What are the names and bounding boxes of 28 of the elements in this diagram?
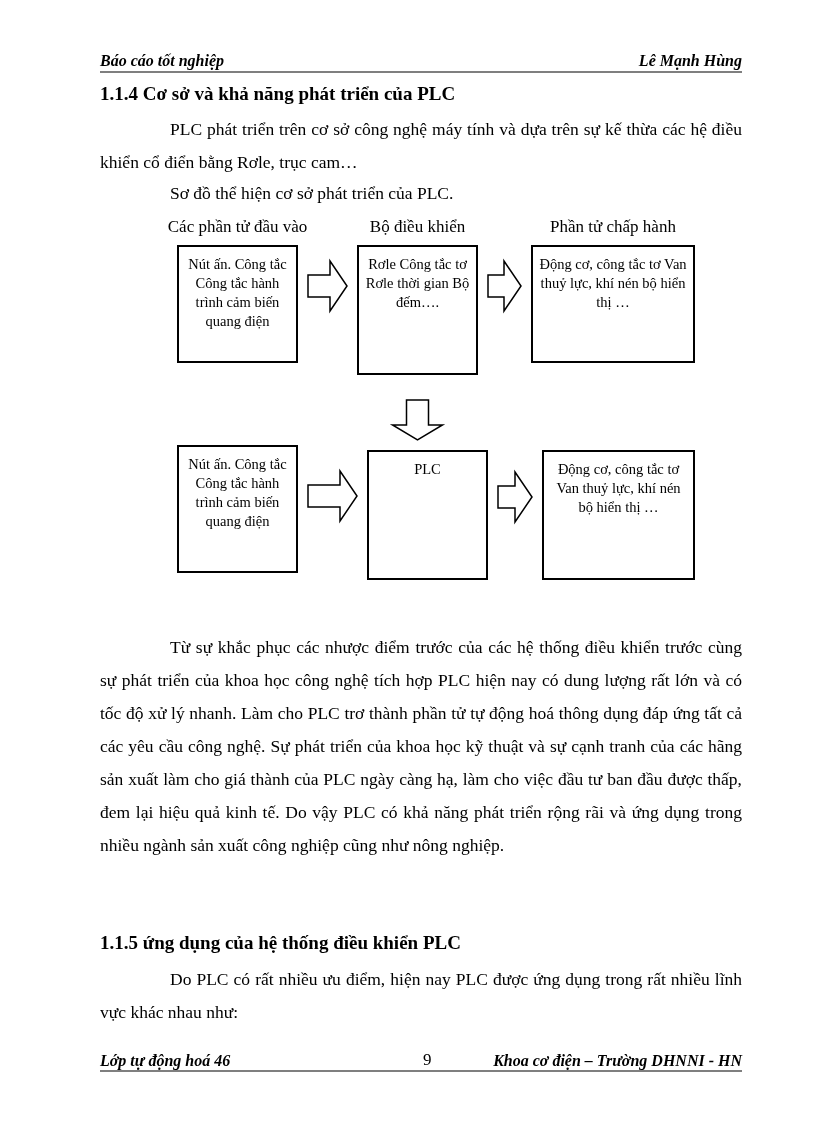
box-text: Động cơ, công tắc tơ Van thuỷ lực, khí nén bộ hiển thị … [538, 255, 688, 312]
paragraph: Từ sự khắc phục các nhược điểm trước của các hệ thống điều khiển trước cùng sự phát triển của khoa học công nghệ tích hợp PLC hiện nay có dung lượng rất lớn và có tốc độ xử lý nhanh. Làm cho PLC trơ thành phần tử tự động hoá thông dụng đáp ứng tất cả các yêu cầu công nghệ. Sự phát triển của khoa học kỹ thuật và sự cạnh tranh của các hãng sản xuất làm cho giá thành của PLC ngày càng hạ, làm cho việc đầu tư ban đầu được thấp, đem lại hiệu quả kinh tế. Do vậy PLC có khả năng phát triển rộng rãi và ứng dụng trong nhiều ngành sản xuất công nghiệp cũng như nông nghiệp. [100, 636, 742, 857]
column-heading: Bộ điều khiển [369, 217, 466, 237]
section-heading: 1.1.5 ứng dụng của hệ thống điều khiển PLC [100, 932, 461, 954]
section-heading: 1.1.4 Cơ sở và khả năng phát triển của PLC [100, 83, 456, 105]
block-arrow [307, 468, 358, 524]
page-number: 9 [423, 1050, 432, 1070]
box-text: Động cơ, công tắc tơ Van thuỷ lực, khí nén bộ hiển thị … [555, 460, 682, 517]
column-heading: Phần tử chấp hành [550, 217, 676, 237]
page-header: Lê Mạnh Hùng [638, 52, 742, 70]
page-footer: Lớp tự động hoá 46 [100, 1052, 231, 1070]
paragraph: Sơ đồ thể hiện cơ sở phát triển của PLC. [170, 182, 455, 205]
paragraph: Do PLC có rất nhiều ưu điểm, hiện nay PLC được ứng dụng trong rất nhiều lĩnh vực khác nhau như: [100, 968, 742, 1024]
block-arrow [307, 258, 348, 314]
box-text: Nút ấn. Công tắc Công tắc hành trình cảm biến quang điện [187, 255, 288, 331]
page-header: Báo cáo tốt nghiệp [100, 52, 224, 70]
process-box [367, 450, 488, 580]
process-box [177, 445, 298, 573]
column-heading: Các phần tử đầu vào [167, 217, 308, 237]
paragraph: PLC phát triển trên cơ sở công nghệ máy tính và dựa trên sự kế thừa các hệ điều khiển cổ điển bằng Rơle, trục cam… [100, 118, 742, 174]
process-box [542, 450, 695, 580]
box-text: Nút ấn. Công tắc Công tắc hành trình cảm biến quang điện [187, 455, 288, 531]
box-text: PLC [413, 460, 442, 479]
page-footer: Khoa cơ điện – Trường DHNNI - HN [493, 1052, 742, 1070]
box-text: Rơle Công tắc tơ Rơle thời gian Bộ đếm…. [364, 255, 471, 312]
block-arrow [497, 469, 533, 525]
block-arrow [389, 399, 446, 441]
block-arrow [487, 258, 522, 314]
